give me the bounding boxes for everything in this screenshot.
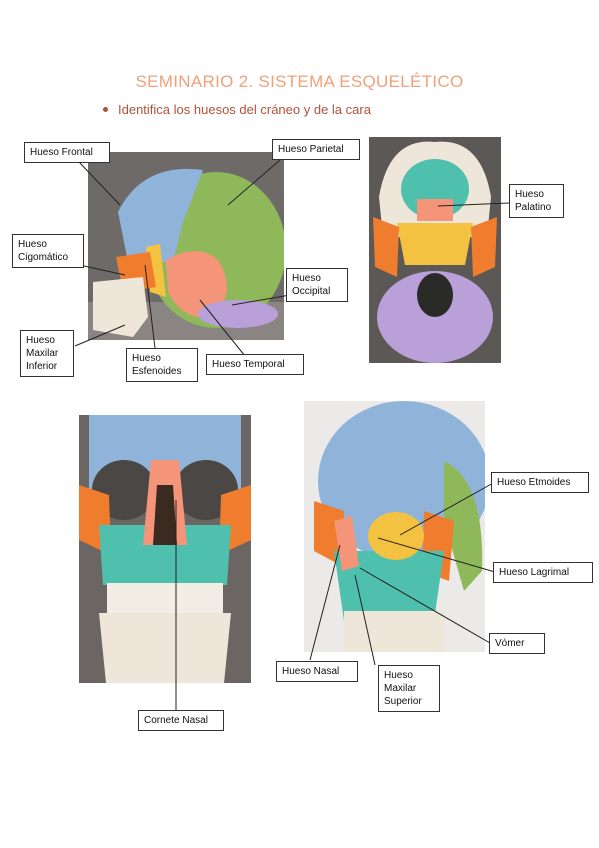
skull-oblique-photo (304, 401, 485, 652)
label-hueso-maxilar-superior: Hueso Maxilar Superior (378, 665, 440, 712)
bullet-dot (103, 107, 108, 113)
page-title: SEMINARIO 2. SISTEMA ESQUELÉTICO (135, 72, 464, 91)
label-cornete-nasal: Cornete Nasal (138, 710, 224, 731)
skull-inferior-photo (369, 137, 501, 363)
label-hueso-cigomatico: Hueso Cigomático (12, 234, 84, 268)
instruction-bullet: Identifica los huesos del cráneo y de la… (103, 102, 371, 117)
label-hueso-palatino: Hueso Palatino (509, 184, 564, 218)
label-hueso-esfenoides: Hueso Esfenoides (126, 348, 198, 382)
skull-frontal-photo (79, 415, 251, 683)
label-vomer: Vómer (489, 633, 545, 654)
label-hueso-nasal: Hueso Nasal (276, 661, 358, 682)
label-hueso-maxilar-inferior: Hueso Maxilar Inferior (20, 330, 74, 377)
label-hueso-frontal: Hueso Frontal (24, 142, 110, 163)
label-hueso-occipital: Hueso Occipital (286, 268, 348, 302)
label-hueso-temporal: Hueso Temporal (206, 354, 304, 375)
skull-lateral-photo (88, 152, 284, 340)
label-hueso-etmoides: Hueso Etmoides (491, 472, 589, 493)
label-hueso-lagrimal: Hueso Lagrimal (493, 562, 593, 583)
instruction-text: Identifica los huesos del cráneo y de la… (118, 102, 371, 117)
label-hueso-parietal: Hueso Parietal (272, 139, 360, 160)
